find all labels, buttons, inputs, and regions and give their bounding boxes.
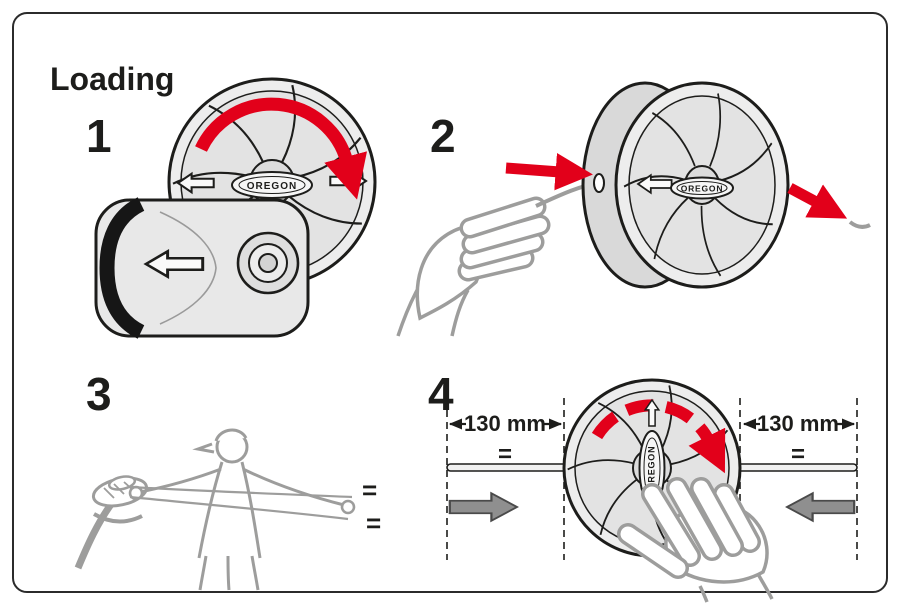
leg [198,555,208,591]
brand-label: OREGON [681,184,724,194]
left-arm [139,467,222,494]
trimmer-line [129,485,353,499]
step-number-2: 2 [430,110,456,162]
equal-mark: = [498,441,512,468]
right-arm [242,467,345,507]
spool-side-view [94,197,310,339]
guard [92,512,143,524]
step1-illustration: OREGON [94,77,377,339]
measurement-label: 130 mm [464,411,546,436]
rotation-arrow-icon [591,399,726,474]
torso [197,461,224,559]
bump-knob-band [99,197,145,339]
trimmer-shaft [74,500,115,570]
fingers [617,477,761,579]
step-number-3: 3 [86,368,112,420]
brand-badge: OREGON [670,176,734,200]
cap-brim [192,442,215,454]
hand [396,196,551,337]
brand-label: OREGON [247,181,297,192]
page-title: Loading [50,61,174,97]
measurement-label: 130 mm [757,411,839,436]
fingers [457,196,551,282]
brand-badge: OREGON [231,171,313,199]
insert-arrow-icon [505,153,593,191]
step2-illustration: OREGON [396,81,871,337]
step-number-1: 1 [86,110,112,162]
equal-length-mark: = [362,475,377,505]
step4-illustration: 130 mm = 130 mm = OREGON [446,378,858,603]
hand [617,477,774,603]
step3-illustration: = = [74,428,381,591]
measurement-left: 130 mm = [448,411,563,468]
step-number-4: 4 [428,368,454,420]
brand-label: OREGON [646,446,656,491]
pull-arrow-icon [787,183,848,219]
spool-three-quarter-view: OREGON [581,81,790,289]
eyelet [593,173,605,193]
measurement-right: 130 mm = [742,411,856,468]
right-hand [340,499,356,515]
equal-mark: = [791,441,805,468]
line-tip [848,220,871,229]
cap [214,428,248,442]
leg [250,555,260,591]
equal-length-mark: = [366,508,381,538]
rotation-arrow-icon [195,97,368,200]
trimmer-line [129,495,349,521]
